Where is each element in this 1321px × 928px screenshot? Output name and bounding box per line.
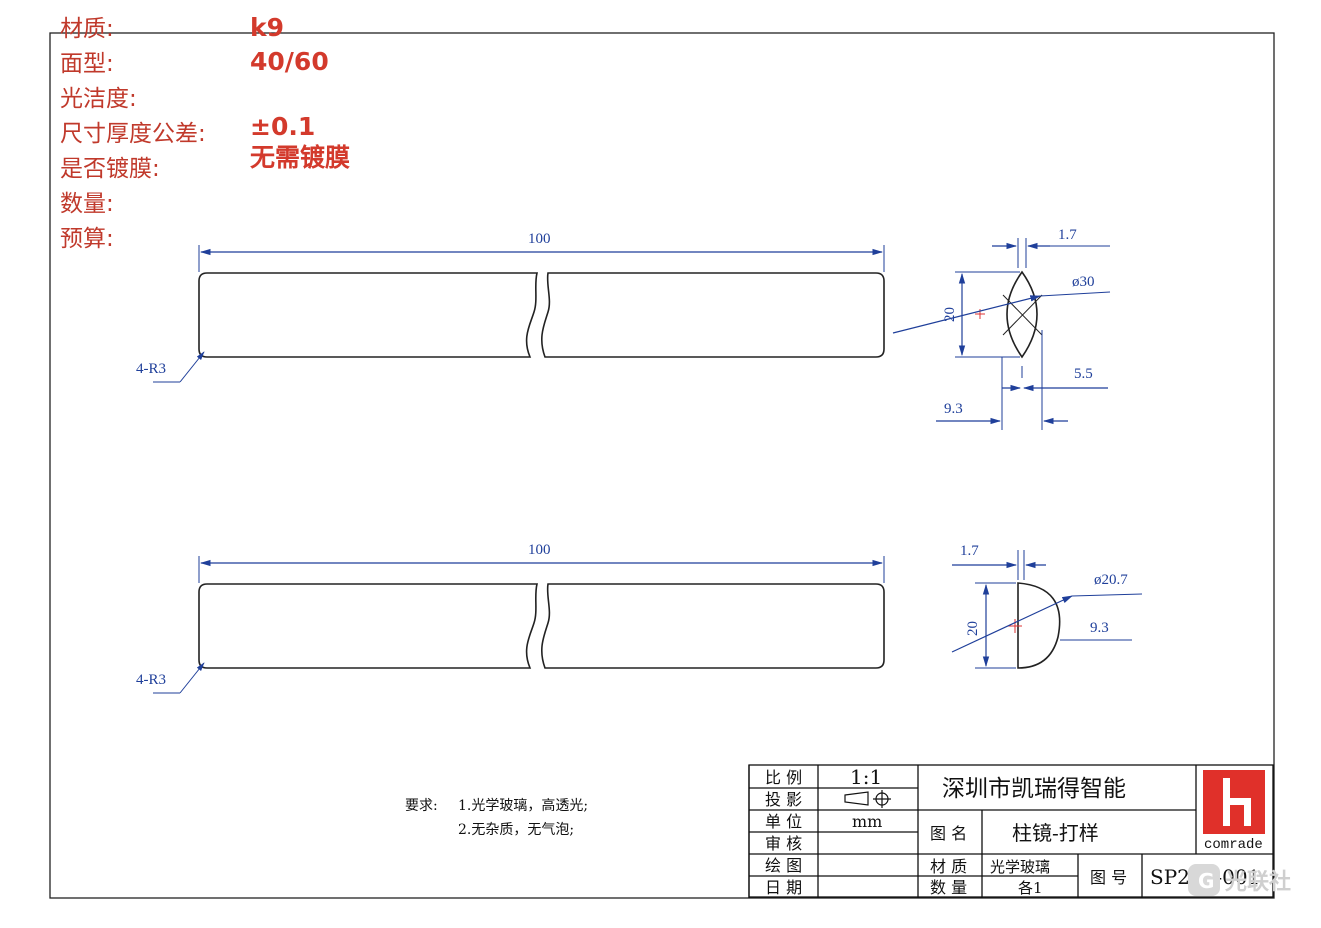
material-label: 材 质 — [930, 857, 967, 876]
spec-list: 材质: k9 面型: 40/60 光洁度: 尺寸厚度公差: ±0.1 是否镀膜:… — [60, 13, 350, 252]
bottom-lens-profile — [1017, 582, 1061, 669]
drawing-no-label: 图 号 — [1090, 868, 1127, 887]
unit-value: mm — [852, 812, 882, 831]
spec-value-surface: 40/60 — [250, 47, 329, 76]
requirements-item-2: 2.无杂质，无气泡; — [458, 822, 574, 838]
spec-label-coating: 是否镀膜: — [60, 156, 160, 182]
svg-text:G: G — [1198, 869, 1214, 893]
top-part-cross-section: 1.7 ø30 20 5.5 9.3 — [892, 227, 1111, 430]
spec-label-finish: 光洁度: — [60, 86, 137, 112]
top-part-side-view: 100 4-R3 — [136, 231, 885, 383]
spec-label-surface: 面型: — [60, 51, 114, 77]
top-height-label: 20 — [942, 307, 958, 322]
top-edge-label: 5.5 — [1074, 366, 1093, 382]
bottom-width-label: 9.3 — [1090, 620, 1109, 636]
top-rod-left-segment — [198, 272, 539, 358]
drawing-name: 柱镜-打样 — [1012, 821, 1099, 845]
bottom-rod-right-segment — [541, 583, 885, 669]
watermark: G 光联社 — [1188, 864, 1291, 896]
bottom-diameter-label: ø20.7 — [1094, 572, 1128, 588]
review-label: 审 核 — [765, 834, 802, 853]
scale-value: 1:1 — [850, 765, 882, 789]
quantity-label: 数 量 — [930, 878, 967, 897]
bottom-corner-label: 4-R3 — [136, 672, 166, 688]
spec-label-tolerance: 尺寸厚度公差: — [60, 121, 206, 147]
bottom-part-cross-section: 1.7 ø20.7 20 9.3 — [951, 543, 1143, 669]
logo-text: comrade — [1204, 837, 1263, 853]
title-block — [748, 764, 1274, 898]
unit-label: 单 位 — [765, 812, 802, 831]
top-length-label: 100 — [528, 231, 551, 247]
top-corner-label: 4-R3 — [136, 361, 166, 377]
projection-symbol-icon — [844, 790, 891, 808]
bottom-length-label: 100 — [528, 542, 551, 558]
watermark-text: 光联社 — [1224, 869, 1291, 895]
quantity-value: 各1 — [1018, 879, 1043, 897]
scale-label: 比 例 — [765, 768, 802, 787]
draw-label: 绘 图 — [765, 856, 802, 875]
top-thickness-label: 1.7 — [1058, 227, 1077, 243]
spec-label-budget: 预算: — [60, 226, 114, 252]
bottom-height-label: 20 — [965, 621, 981, 636]
spec-value-coating: 无需镀膜 — [250, 143, 350, 172]
requirements-heading: 要求: — [405, 798, 438, 814]
top-width-label: 9.3 — [944, 401, 963, 417]
company-name: 深圳市凯瑞得智能 — [942, 776, 1126, 802]
projection-label: 投 影 — [765, 790, 802, 809]
drawing-frame — [49, 32, 1275, 899]
bottom-thickness-label: 1.7 — [960, 543, 979, 559]
spec-label-quantity: 数量: — [60, 191, 114, 217]
top-rod-right-segment — [541, 272, 885, 358]
material-value: 光学玻璃 — [990, 858, 1050, 876]
drawing-name-label: 图 名 — [930, 824, 967, 843]
spec-label-material: 材质: — [60, 16, 114, 42]
spec-value-material: k9 — [250, 13, 284, 42]
top-diameter-label: ø30 — [1072, 274, 1095, 290]
watermark-logo-icon — [1188, 864, 1220, 896]
date-label: 日 期 — [765, 878, 802, 897]
requirements-notes: 要求: 1.光学玻璃，高透光; 2.无杂质，无气泡; — [405, 797, 588, 838]
requirements-item-1: 1.光学玻璃，高透光; — [458, 797, 588, 814]
company-logo: comrade — [1203, 770, 1265, 853]
bottom-rod-left-segment — [198, 583, 539, 669]
spec-value-tolerance: ±0.1 — [250, 112, 315, 141]
bottom-part-side-view: 100 4-R3 — [136, 542, 885, 694]
